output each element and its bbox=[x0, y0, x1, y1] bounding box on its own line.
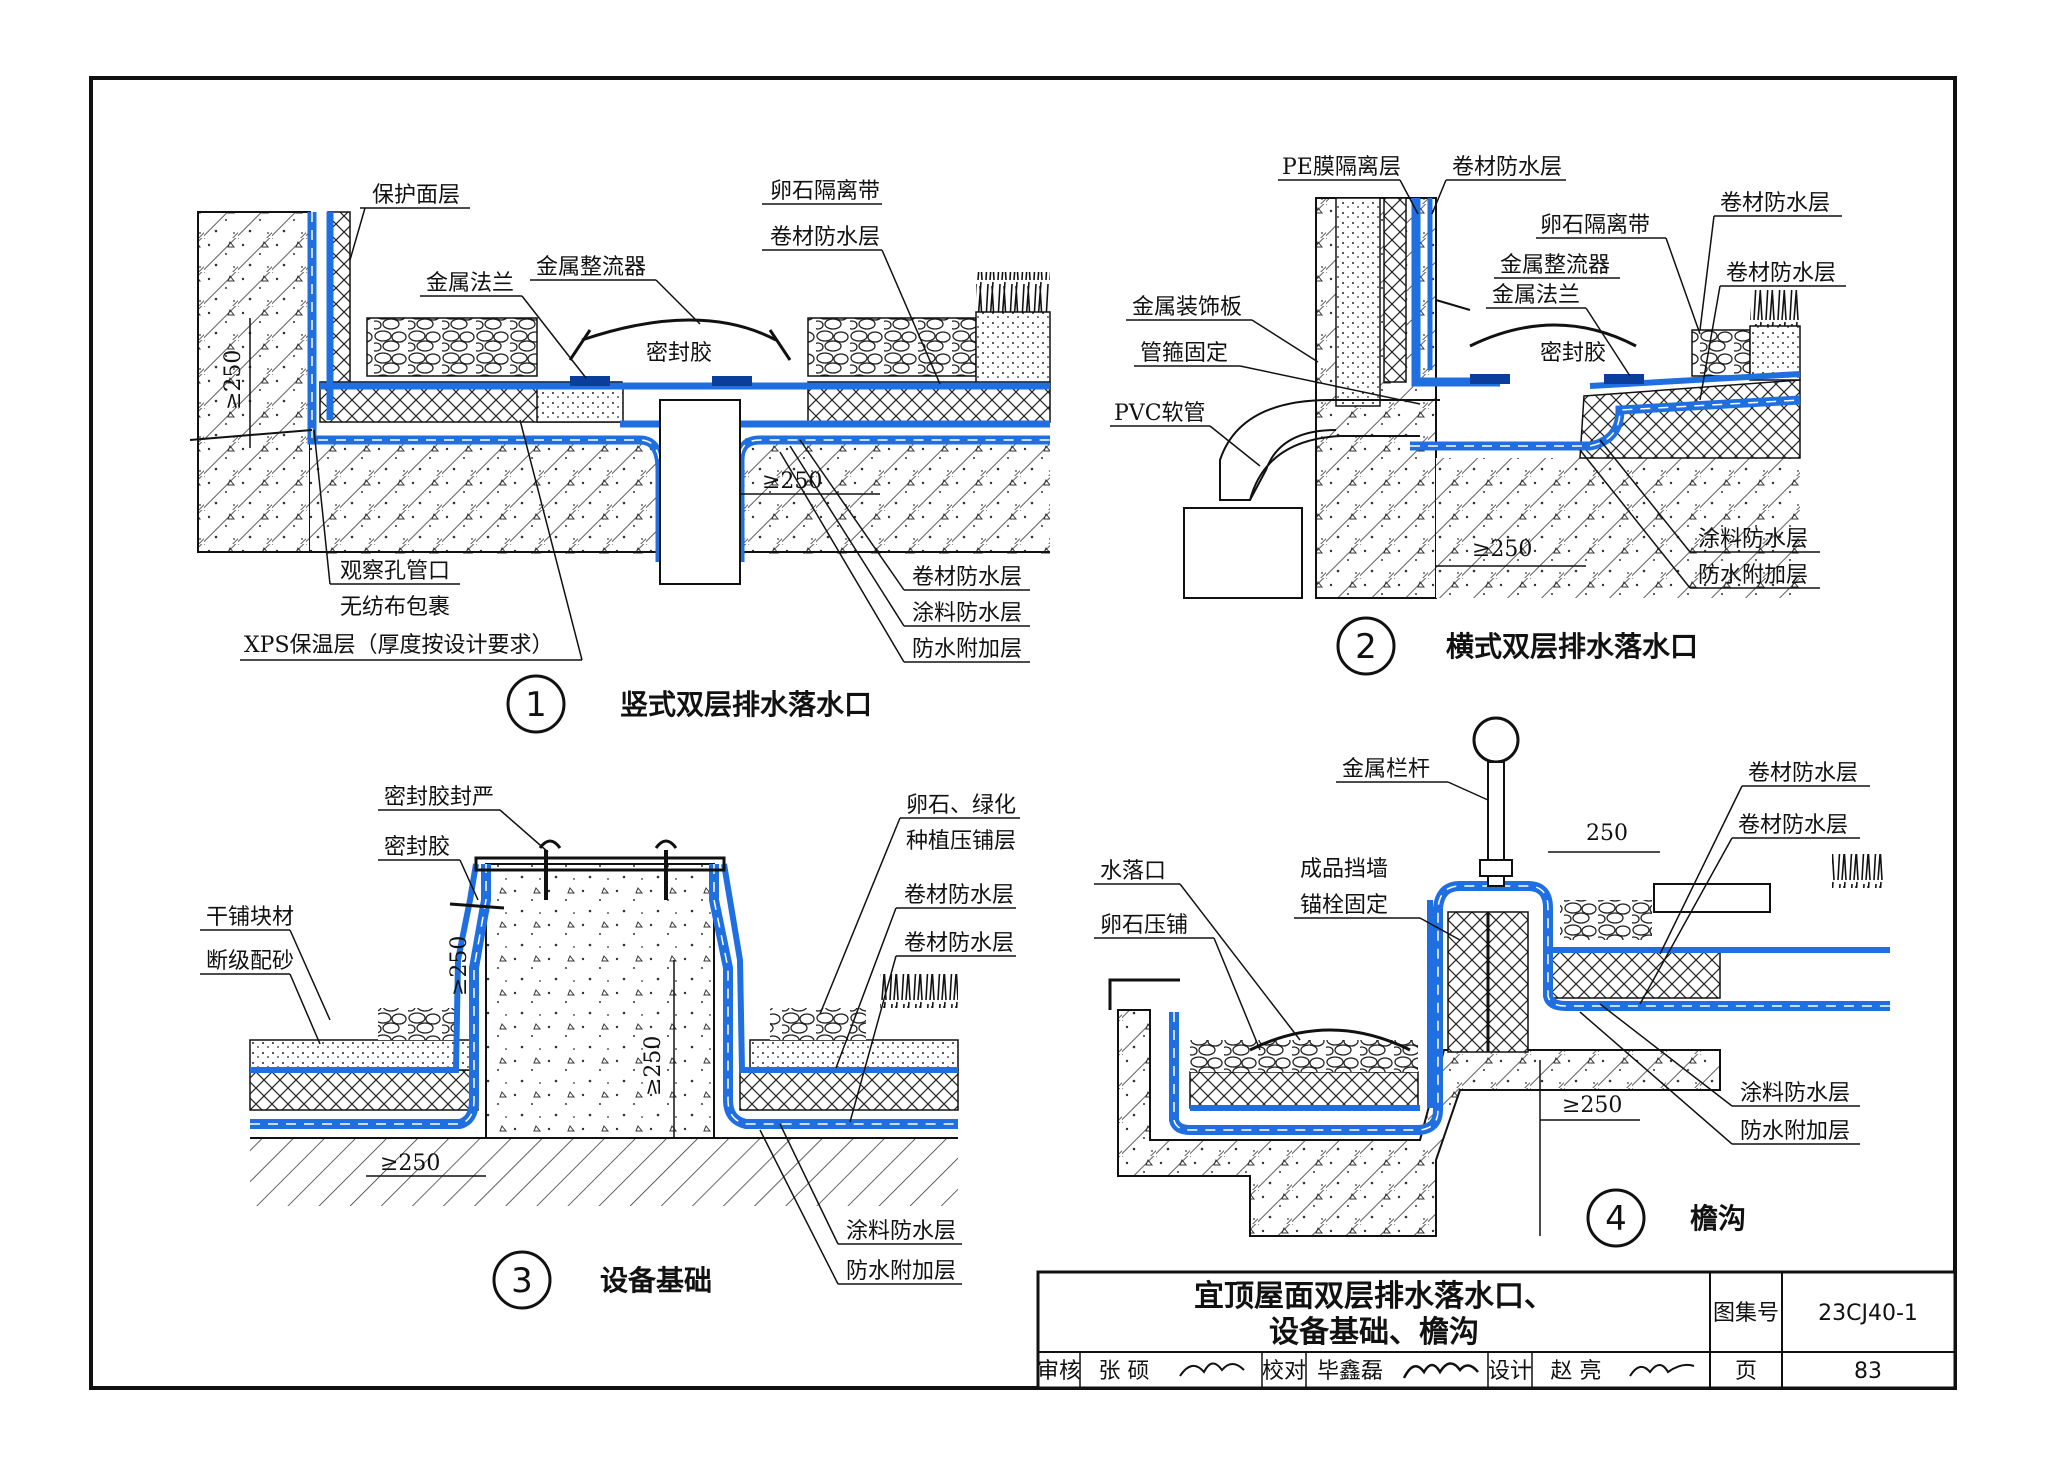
d2-label-sealant: 密封胶 bbox=[1540, 341, 1606, 366]
d2-label-pe-film: PE膜隔离层 bbox=[1282, 155, 1401, 180]
d4-label-membrane-2: 卷材防水层 bbox=[1738, 813, 1848, 838]
detail-2-drawing bbox=[1183, 197, 1801, 599]
reviewer-name: 张 硕 bbox=[1099, 1359, 1150, 1384]
d2-label-pebble-strip: 卵石隔离带 bbox=[1540, 213, 1650, 238]
d4-label-additional: 防水附加层 bbox=[1740, 1119, 1850, 1144]
d1-label-observation-hole: 观察孔管口 bbox=[340, 559, 450, 584]
d4-label-coating: 涂料防水层 bbox=[1740, 1081, 1850, 1106]
detail-3-number: 3 bbox=[511, 1261, 533, 1301]
d1-label-protective-layer: 保护面层 bbox=[372, 183, 460, 208]
detail-4-caption: 4 檐沟 bbox=[1586, 1188, 1746, 1248]
d2-label-coating: 涂料防水层 bbox=[1698, 527, 1808, 552]
d1-label-coating: 涂料防水层 bbox=[912, 601, 1022, 626]
d3-label-planting-layer: 种植压铺层 bbox=[906, 829, 1016, 854]
detail-4-drawing bbox=[1108, 716, 1890, 1237]
detail-1-caption: 1 竖式双层排水落水口 bbox=[506, 674, 872, 734]
detail-3-drawing bbox=[249, 839, 959, 1206]
d3-label-sealant: 密封胶 bbox=[384, 835, 450, 860]
checker-name: 毕鑫磊 bbox=[1317, 1359, 1383, 1384]
detail-4-number: 4 bbox=[1605, 1199, 1627, 1239]
sheet-frame bbox=[89, 76, 1957, 1390]
d3-dim-bottom: ≥250 bbox=[380, 1151, 440, 1176]
designer-signature bbox=[1629, 1363, 1695, 1377]
d2-label-additional: 防水附加层 bbox=[1698, 563, 1808, 588]
d4-dim-250-bottom: ≥250 bbox=[1562, 1093, 1622, 1118]
d4-label-drain: 水落口 bbox=[1100, 859, 1166, 884]
atlas-number: 23CJ40-1 bbox=[1818, 1301, 1918, 1326]
detail-4-title: 檐沟 bbox=[1690, 1202, 1746, 1235]
d1-label-sealant: 密封胶 bbox=[646, 341, 712, 366]
d1-label-metal-rectifier: 金属整流器 bbox=[536, 255, 646, 280]
d1-label-xps: XPS保温层（厚度按设计要求） bbox=[244, 633, 554, 658]
d4-label-membrane-1: 卷材防水层 bbox=[1748, 761, 1858, 786]
d3-dim-inner: ≥250 bbox=[641, 1036, 666, 1096]
d2-label-membrane-3: 卷材防水层 bbox=[1726, 261, 1836, 286]
d4-label-pebble: 卵石压铺 bbox=[1100, 913, 1188, 938]
reviewer-signature bbox=[1179, 1362, 1245, 1377]
detail-2-caption: 2 横式双层排水落水口 bbox=[1336, 616, 1698, 676]
d1-label-pebble-strip: 卵石隔离带 bbox=[770, 179, 880, 204]
d3-dim-left: ≥250 bbox=[447, 936, 472, 996]
checker-signature bbox=[1402, 1362, 1479, 1379]
detail-2-number: 2 bbox=[1355, 627, 1377, 667]
detail-2-labels: PE膜隔离层 卷材防水层 卵石隔离带 卷材防水层 金属整流器 金属法兰 卷材防水… bbox=[1110, 155, 1846, 589]
detail-1-number: 1 bbox=[525, 685, 547, 725]
d3-label-sealant-seal: 密封胶封严 bbox=[384, 785, 494, 810]
d3-label-dry-blocks: 干铺块材 bbox=[206, 905, 294, 930]
detail-1-labels: 保护面层 卵石隔离带 卷材防水层 金属法兰 金属整流器 密封胶 ≥250 ≥25… bbox=[221, 179, 1030, 663]
detail-3-caption: 3 设备基础 bbox=[492, 1250, 712, 1310]
d3-label-graded-sand: 断级配砂 bbox=[206, 949, 294, 974]
d1-label-membrane-bottom: 卷材防水层 bbox=[912, 565, 1022, 590]
detail-1-title: 竖式双层排水落水口 bbox=[620, 688, 872, 721]
page-label: 页 bbox=[1735, 1359, 1757, 1384]
d3-label-membrane-2: 卷材防水层 bbox=[904, 931, 1014, 956]
d2-label-membrane-1: 卷材防水层 bbox=[1452, 155, 1562, 180]
review-label: 审核 bbox=[1037, 1359, 1081, 1384]
detail-3-title: 设备基础 bbox=[600, 1264, 712, 1297]
d4-dim-250-top: 250 bbox=[1586, 821, 1628, 846]
d3-label-pebble-green: 卵石、绿化 bbox=[906, 793, 1016, 818]
d1-label-metal-flange: 金属法兰 bbox=[426, 271, 514, 296]
d2-label-pipe-clamp: 管箍固定 bbox=[1140, 341, 1228, 366]
check-label: 校对 bbox=[1262, 1359, 1306, 1384]
atlas-label: 图集号 bbox=[1713, 1301, 1779, 1326]
detail-2-title: 横式双层排水落水口 bbox=[1446, 630, 1698, 663]
detail-3-labels: 密封胶封严 密封胶 卵石、绿化 种植压铺层 干铺块材 卷材防水层 断级配砂 卷材… bbox=[200, 785, 1020, 1285]
d1-label-nonwoven-wrap: 无纺布包裹 bbox=[340, 595, 450, 620]
d1-dim-vertical: ≥250 bbox=[221, 350, 246, 410]
title-line-2: 设备基础、檐沟 bbox=[1269, 1315, 1479, 1350]
d2-label-flange: 金属法兰 bbox=[1492, 283, 1580, 308]
d2-label-metal-trim: 金属装饰板 bbox=[1132, 295, 1242, 320]
d2-label-pvc-hose: PVC软管 bbox=[1114, 401, 1206, 426]
detail-4-labels: 金属栏杆 卷材防水层 卷材防水层 250 水落口 成品挡墙 锚栓固定 卵石压铺 … bbox=[1094, 757, 1870, 1145]
title-block: 宜顶屋面双层排水落水口、 设备基础、檐沟 图集号 23CJ40-1 页 83 审… bbox=[1036, 1270, 1957, 1390]
designer-name: 赵 亮 bbox=[1551, 1359, 1602, 1384]
d2-label-rectifier: 金属整流器 bbox=[1500, 253, 1610, 278]
page-number: 83 bbox=[1854, 1359, 1882, 1384]
d4-label-anchor: 锚栓固定 bbox=[1300, 893, 1388, 918]
d3-label-additional: 防水附加层 bbox=[846, 1259, 956, 1284]
d3-label-membrane-1: 卷材防水层 bbox=[904, 883, 1014, 908]
d2-label-membrane-2: 卷材防水层 bbox=[1720, 191, 1830, 216]
detail-1-drawing bbox=[189, 211, 1051, 585]
design-label: 设计 bbox=[1488, 1359, 1532, 1384]
d1-label-membrane-top: 卷材防水层 bbox=[770, 225, 880, 250]
d4-label-railing: 金属栏杆 bbox=[1342, 757, 1430, 782]
title-line-1: 宜顶屋面双层排水落水口、 bbox=[1194, 1279, 1554, 1314]
d4-label-parapet: 成品挡墙 bbox=[1300, 857, 1388, 882]
d1-label-additional: 防水附加层 bbox=[912, 637, 1022, 662]
d3-label-coating: 涂料防水层 bbox=[846, 1219, 956, 1244]
d2-dim-250: ≥250 bbox=[1472, 537, 1532, 562]
